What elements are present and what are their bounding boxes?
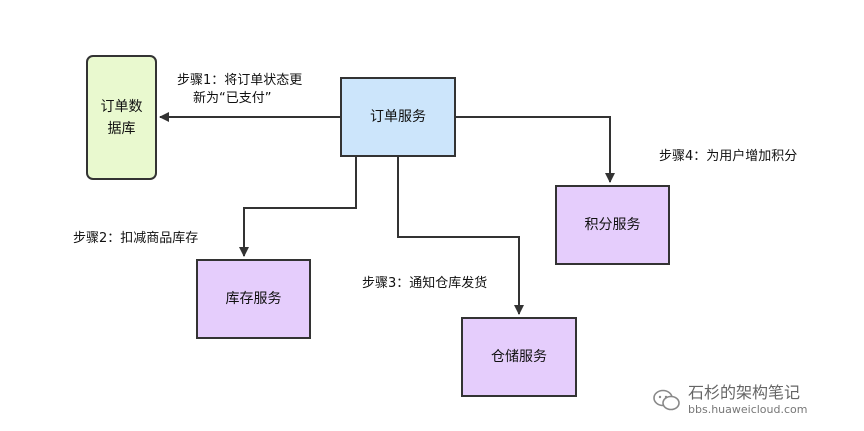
edge-order-to-points [456, 116, 615, 183]
warehouse-service-node: 仓储服务 [461, 317, 577, 397]
step2-label: 步骤2：扣减商品库存 [73, 231, 199, 246]
step3-label: 步骤3：通知仓库发货 [362, 276, 488, 291]
watermark: 石杉的架构笔记 bbs.huaweicloud.com [652, 380, 807, 420]
order-database-node: 订单数 据库 [86, 55, 157, 180]
wechat-icon [653, 389, 680, 411]
stock-service-node: 库存服务 [196, 259, 311, 339]
points-service-node: 积分服务 [555, 185, 670, 265]
order-database-label-line2: 据库 [107, 120, 136, 137]
step4-label: 步骤4：为用户增加积分 [659, 149, 798, 164]
watermark-site: bbs.huaweicloud.com [688, 403, 808, 416]
stock-service-label: 库存服务 [225, 291, 282, 307]
step1-label: 步骤1：将订单状态更 新为“已支付” [177, 72, 302, 108]
points-service-label: 积分服务 [584, 217, 641, 233]
edge-order-to-warehouse [397, 157, 524, 315]
order-service-label: 订单服务 [370, 109, 426, 125]
order-database-label-line1: 订单数 [100, 98, 143, 115]
warehouse-service-label: 仓储服务 [491, 349, 547, 365]
step1-label-line1: 步骤1：将订单状态更 [177, 73, 303, 88]
watermark-title: 石杉的架构笔记 [688, 383, 801, 402]
step1-label-line2: 新为“已支付” [193, 91, 272, 106]
order-service-node: 订单服务 [340, 77, 456, 157]
edge-order-to-stock [239, 157, 357, 257]
